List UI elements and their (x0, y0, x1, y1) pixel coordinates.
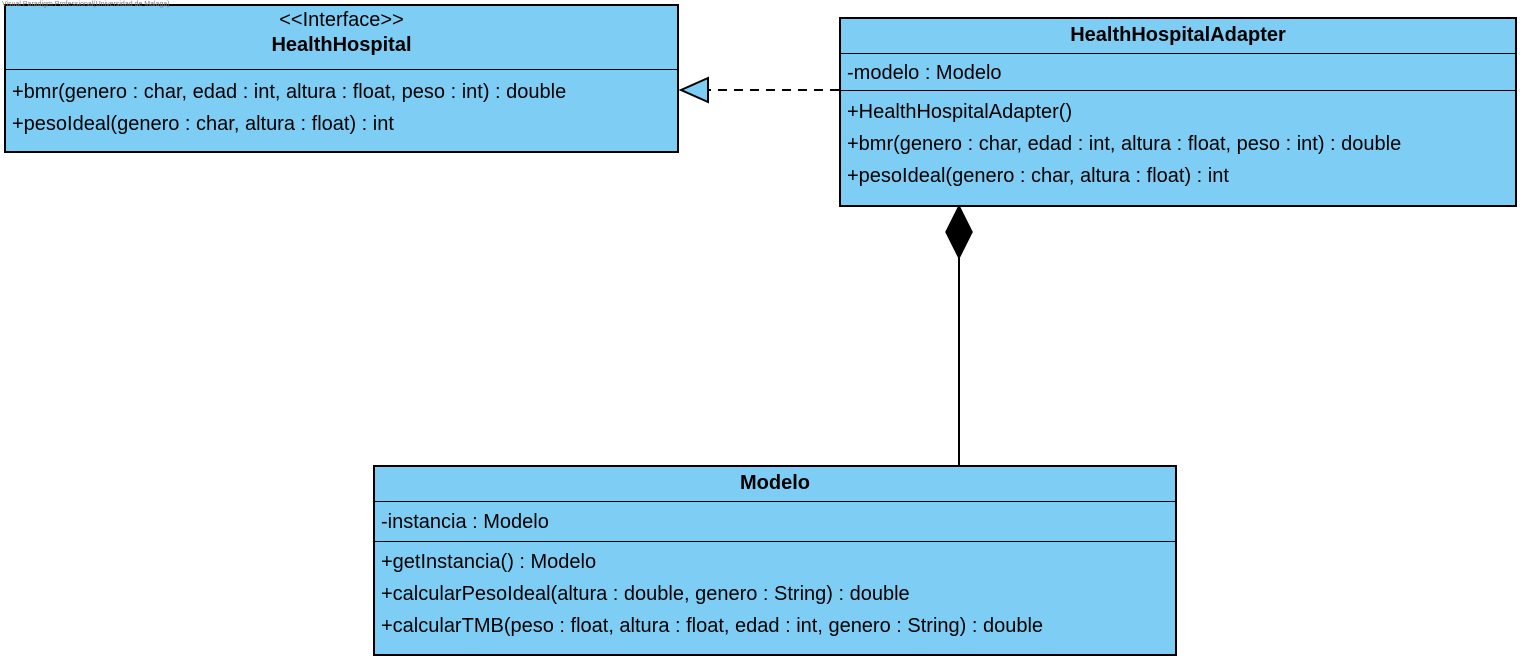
class-name-modelo: Modelo (740, 472, 810, 494)
attributes-compartment: -instancia : Modelo (375, 502, 1175, 542)
class-header: Modelo (375, 467, 1175, 502)
attribute-instancia[interactable]: -instancia : Modelo (381, 511, 549, 533)
watermark-text: Visual Paradigm Professional(Universidad… (2, 1, 170, 8)
attributes-compartment: -modelo : Modelo (841, 54, 1515, 91)
operation-constructor[interactable]: +HealthHospitalAdapter() (847, 101, 1073, 123)
operations-compartment: +bmr(genero : char, edad : int, altura :… (6, 70, 677, 140)
class-header: <<Interface>> HealthHospital (6, 6, 677, 70)
operation-bmr[interactable]: +bmr(genero : char, edad : int, altura :… (847, 133, 1402, 155)
class-name-health-hospital-adapter: HealthHospitalAdapter (1070, 24, 1286, 46)
class-health-hospital-adapter[interactable]: HealthHospitalAdapter -modelo : Modelo +… (839, 17, 1517, 207)
class-name-health-hospital: HealthHospital (271, 34, 412, 56)
operation-get-instancia[interactable]: +getInstancia() : Modelo (381, 551, 597, 573)
attribute-modelo[interactable]: -modelo : Modelo (847, 62, 1002, 84)
operation-peso-ideal[interactable]: +pesoIdeal(genero : char, altura : float… (12, 113, 394, 135)
operation-bmr[interactable]: +bmr(genero : char, edad : int, altura :… (12, 81, 567, 103)
composition-diamond (945, 204, 973, 260)
operation-calcular-tmb[interactable]: +calcularTMB(peso : float, altura : floa… (381, 615, 1044, 637)
class-health-hospital[interactable]: <<Interface>> HealthHospital +bmr(genero… (4, 4, 679, 153)
operation-calcular-peso-ideal[interactable]: +calcularPesoIdeal(altura : double, gene… (381, 583, 910, 605)
stereotype-label: <<Interface>> (279, 9, 404, 31)
class-header: HealthHospitalAdapter (841, 19, 1515, 54)
operations-compartment: +getInstancia() : Modelo +calcularPesoId… (375, 542, 1175, 642)
operation-peso-ideal[interactable]: +pesoIdeal(genero : char, altura : float… (847, 165, 1229, 187)
class-modelo[interactable]: Modelo -instancia : Modelo +getInstancia… (373, 465, 1177, 656)
realization-arrowhead (678, 76, 709, 104)
operations-compartment: +HealthHospitalAdapter() +bmr(genero : c… (841, 91, 1515, 192)
